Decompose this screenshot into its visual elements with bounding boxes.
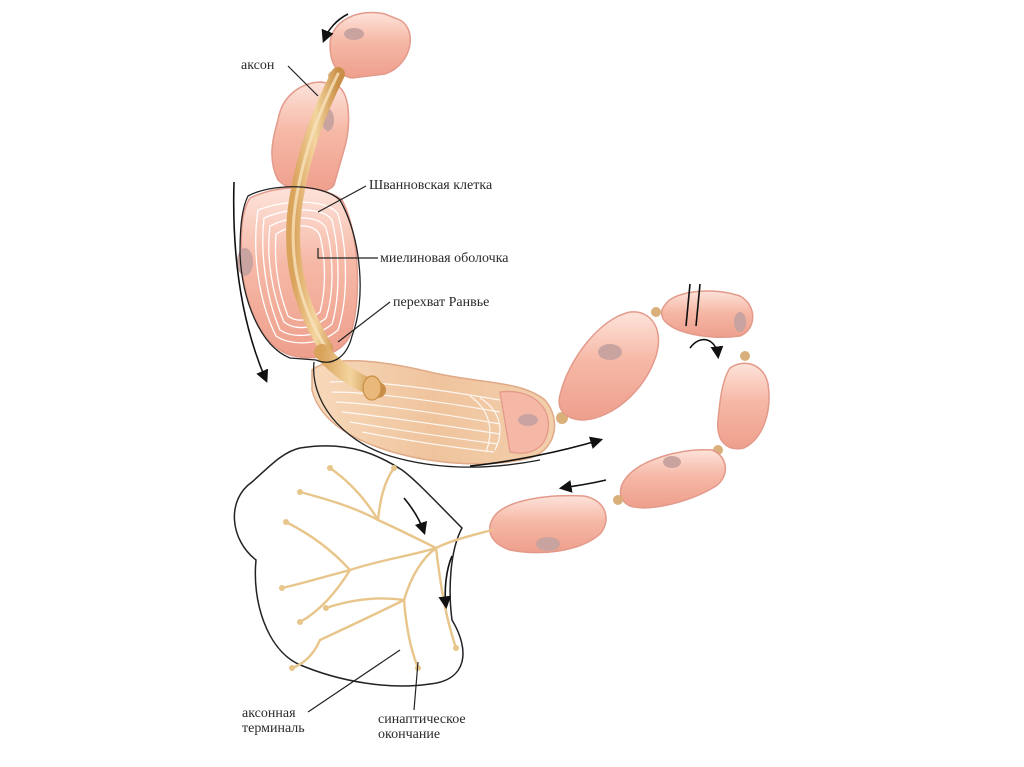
label-synaptic-ending-line2: окончание [378, 727, 466, 742]
label-axon-terminal-line2: терминаль [242, 721, 305, 736]
label-node-of-ranvier: перехват Ранвье [393, 295, 489, 310]
axon-terminal [234, 446, 492, 686]
nucleus-icon [344, 28, 364, 40]
label-axon: аксон [241, 58, 274, 73]
label-axon-terminal: аксонная терминаль [242, 706, 305, 736]
label-myelin-sheath: миелиновая оболочка [380, 251, 509, 266]
label-synaptic-ending: синаптическое окончание [378, 712, 466, 742]
label-schwann-cell: Шванновская клетка [369, 178, 492, 193]
label-synaptic-ending-line1: синаптическое [378, 712, 466, 727]
nucleus-icon [518, 414, 538, 426]
label-axon-terminal-line1: аксонная [242, 706, 305, 721]
schwann-segment-top [330, 12, 410, 78]
